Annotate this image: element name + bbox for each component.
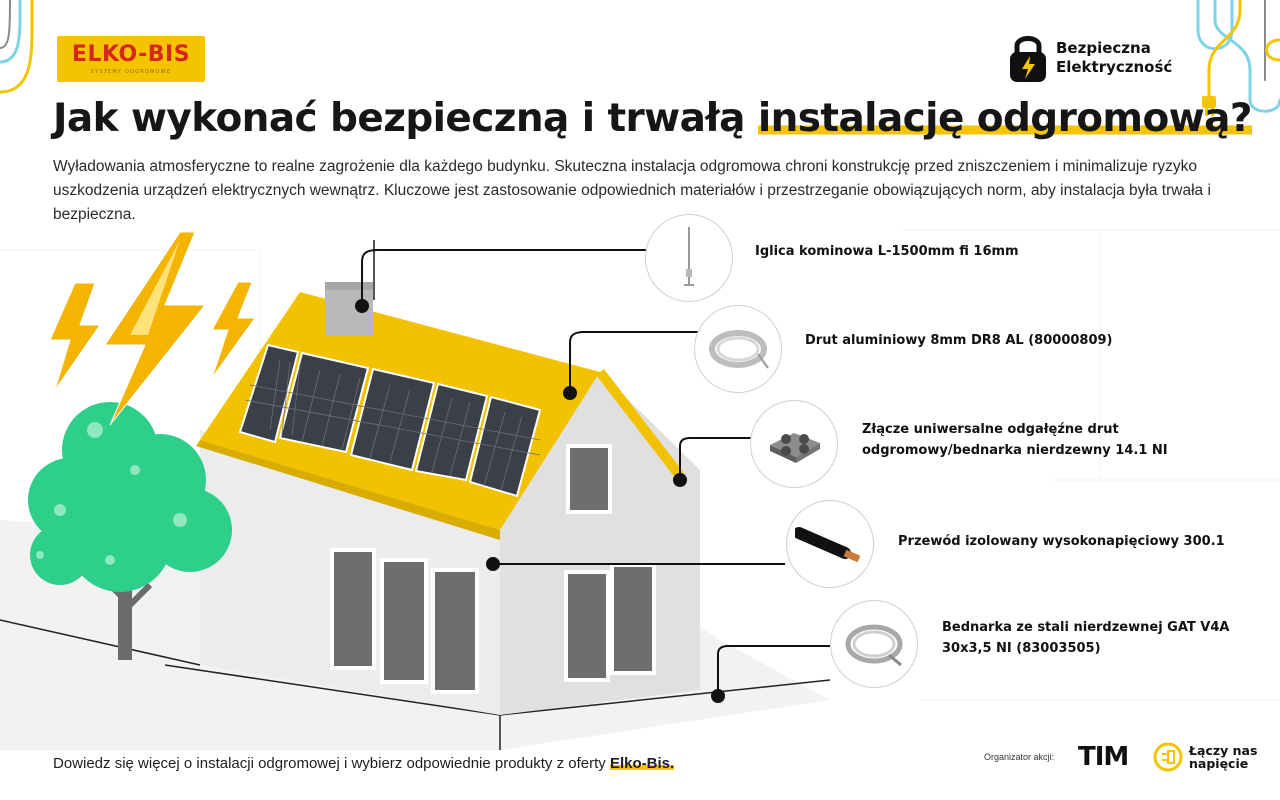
insulated-cable-icon: [795, 527, 861, 563]
product-image-strip[interactable]: [830, 600, 918, 688]
lightning-rod-icon: [684, 227, 694, 286]
title-highlighted: instalację odgromową?: [757, 96, 1252, 141]
logo-text: ELKO-BIS: [71, 41, 191, 67]
page-title: Jak wykonać bezpieczną i trwałą instalac…: [53, 96, 1252, 141]
product-label-cable[interactable]: Przewód izolowany wysokonapięciowy 300.1: [898, 534, 1225, 549]
plug-circle-icon: [1153, 742, 1183, 772]
product-image-clamp[interactable]: [750, 400, 838, 488]
badge-line1: Bezpieczna: [1056, 39, 1151, 57]
product-label-clamp[interactable]: Złącze uniwersalne odgałęźne drut odgrom…: [862, 422, 1168, 458]
partner-logo[interactable]: Łączy nas napięcie: [1153, 742, 1259, 772]
elko-bis-logo[interactable]: ELKO-BIS SYSTEMY ODGROMOWE: [57, 36, 205, 82]
tim-logo[interactable]: TIM: [1078, 742, 1129, 772]
steel-strip-coil-icon: [845, 624, 903, 667]
wire-coil-icon: [709, 330, 769, 369]
product-label-rod[interactable]: Iglica kominowa L-1500mm fi 16mm: [755, 244, 1019, 259]
safety-badge: Bezpieczna Elektryczność: [1008, 32, 1172, 84]
badge-line2: Elektryczność: [1056, 58, 1173, 76]
product-image-wire[interactable]: [694, 305, 782, 393]
partner-logo-text: Łączy nas napięcie: [1189, 743, 1258, 771]
intro-paragraph: Wyładowania atmosferyczne to realne zagr…: [53, 158, 1211, 223]
product-label-wire[interactable]: Drut aluminiowy 8mm DR8 AL (80000809): [805, 333, 1113, 348]
logo-subtitle: SYSTEMY ODGROMOWE: [90, 68, 172, 75]
tim-logo-text: TIM: [1078, 742, 1129, 772]
footer-brand-link[interactable]: Elko-Bis.: [609, 755, 675, 772]
product-label-strip[interactable]: Bednarka ze stali nierdzewnej GAT V4A 30…: [942, 620, 1230, 656]
footer-plain: Dowiedz się więcej o instalacji odgromow…: [53, 755, 610, 772]
clamp-connector-icon: [770, 433, 820, 463]
title-plain: Jak wykonać bezpieczną i trwałą: [53, 96, 758, 141]
organizer-label: Organizator akcji:: [984, 752, 1055, 762]
product-image-cable[interactable]: [786, 500, 874, 588]
padlock-lightning-icon: [1010, 36, 1046, 82]
footer-text: Dowiedz się więcej o instalacji odgromow…: [53, 755, 675, 772]
product-image-rod[interactable]: [645, 214, 733, 302]
